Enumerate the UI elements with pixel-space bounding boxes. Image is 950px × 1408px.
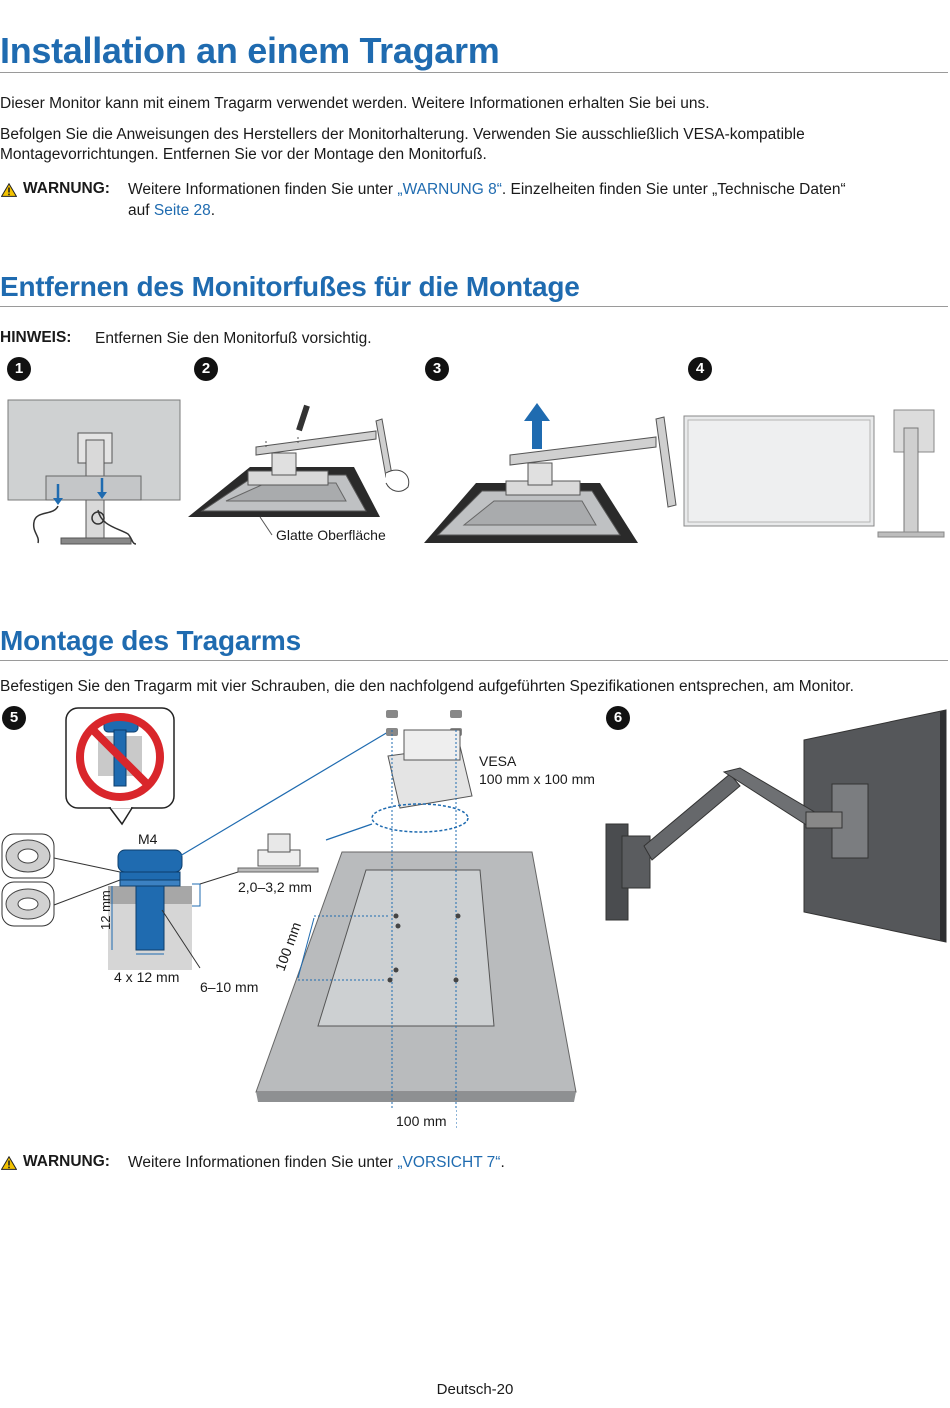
step-number-6: 6 bbox=[606, 706, 630, 730]
prohibited-icon bbox=[76, 713, 164, 801]
warning-text-end: . bbox=[500, 1154, 505, 1171]
smooth-surface-label: Glatte Oberfläche bbox=[276, 527, 386, 543]
page-28-link[interactable]: Seite 28 bbox=[153, 202, 211, 219]
warning-8-link[interactable]: „WARNUNG 8“ bbox=[397, 181, 502, 198]
mount-instructions: Befestigen Sie den Tragarm mit vier Schr… bbox=[0, 678, 854, 695]
warning-triangle-icon bbox=[1, 1156, 17, 1170]
warning-text-on: auf bbox=[128, 202, 154, 219]
step-number-5: 5 bbox=[2, 706, 26, 730]
intro-paragraph-2-line2: Montagevorrichtungen. Entfernen Sie vor … bbox=[0, 146, 487, 163]
warning-label: WARNUNG: bbox=[23, 1153, 110, 1170]
caution-7-link[interactable]: „VORSICHT 7“ bbox=[397, 1154, 501, 1171]
warning-text-line1: Weitere Informationen finden Sie unter „… bbox=[128, 180, 846, 200]
vesa-title-label: VESA bbox=[479, 753, 517, 769]
intro-paragraph-1: Dieser Monitor kann mit einem Tragarm ve… bbox=[0, 95, 710, 112]
m4-label: M4 bbox=[138, 831, 158, 847]
page-footer: Deutsch-20 bbox=[436, 1381, 514, 1398]
lift-arrow-icon bbox=[524, 403, 550, 449]
step5-illustration: M4 12 mm 4 x 12 mm 6–10 mm 2,0–3,2 mm VE… bbox=[1, 707, 595, 1132]
warning-text-end: . bbox=[210, 202, 216, 219]
intro-paragraph-2-line1: Befolgen Sie die Anweisungen des Herstel… bbox=[0, 126, 805, 143]
note-label: HINWEIS: bbox=[0, 329, 72, 346]
depth-label: 12 mm bbox=[98, 890, 113, 930]
vesa-size-label: 100 mm x 100 mm bbox=[479, 771, 595, 787]
section-heading-mount-arm: Montage des Tragarms bbox=[0, 625, 301, 656]
step2-illustration: Glatte Oberfläche bbox=[188, 404, 410, 543]
vesa-horizontal-label: 100 mm bbox=[396, 1113, 447, 1129]
step1-illustration bbox=[7, 399, 181, 545]
warning-text: Weitere Informationen finden Sie unter bbox=[128, 181, 398, 198]
step4-illustration bbox=[683, 409, 945, 538]
screw-size-label: 4 x 12 mm bbox=[114, 969, 179, 985]
title-rule bbox=[0, 72, 948, 73]
thickness-label: 2,0–3,2 mm bbox=[238, 879, 312, 895]
warning-text-before: Weitere Informationen finden Sie unter bbox=[128, 1154, 398, 1171]
warning-text-line2: auf Seite 28. bbox=[128, 201, 215, 221]
warning-text-mid: . Einzelheiten finden Sie unter „Technis… bbox=[501, 181, 846, 198]
page-title: Installation an einem Tragarm bbox=[0, 30, 500, 71]
step3-illustration bbox=[424, 403, 677, 543]
note-text: Entfernen Sie den Monitorfuß vorsichtig. bbox=[95, 330, 372, 347]
step-number-2: 2 bbox=[194, 357, 218, 381]
warning-text: Weitere Informationen finden Sie unter „… bbox=[128, 1153, 505, 1173]
step6-illustration bbox=[605, 709, 947, 943]
section-rule-1 bbox=[0, 306, 948, 307]
step-number-3: 3 bbox=[425, 357, 449, 381]
step-number-1: 1 bbox=[7, 357, 31, 381]
warning-label: WARNUNG: bbox=[23, 180, 110, 197]
step-number-4: 4 bbox=[688, 357, 712, 381]
thread-length-label: 6–10 mm bbox=[200, 979, 258, 995]
warning-triangle-icon bbox=[1, 183, 17, 197]
section-rule-2 bbox=[0, 660, 948, 661]
vesa-vertical-label: 100 mm bbox=[272, 920, 304, 973]
section-heading-remove-stand: Entfernen des Monitorfußes für die Monta… bbox=[0, 271, 580, 302]
